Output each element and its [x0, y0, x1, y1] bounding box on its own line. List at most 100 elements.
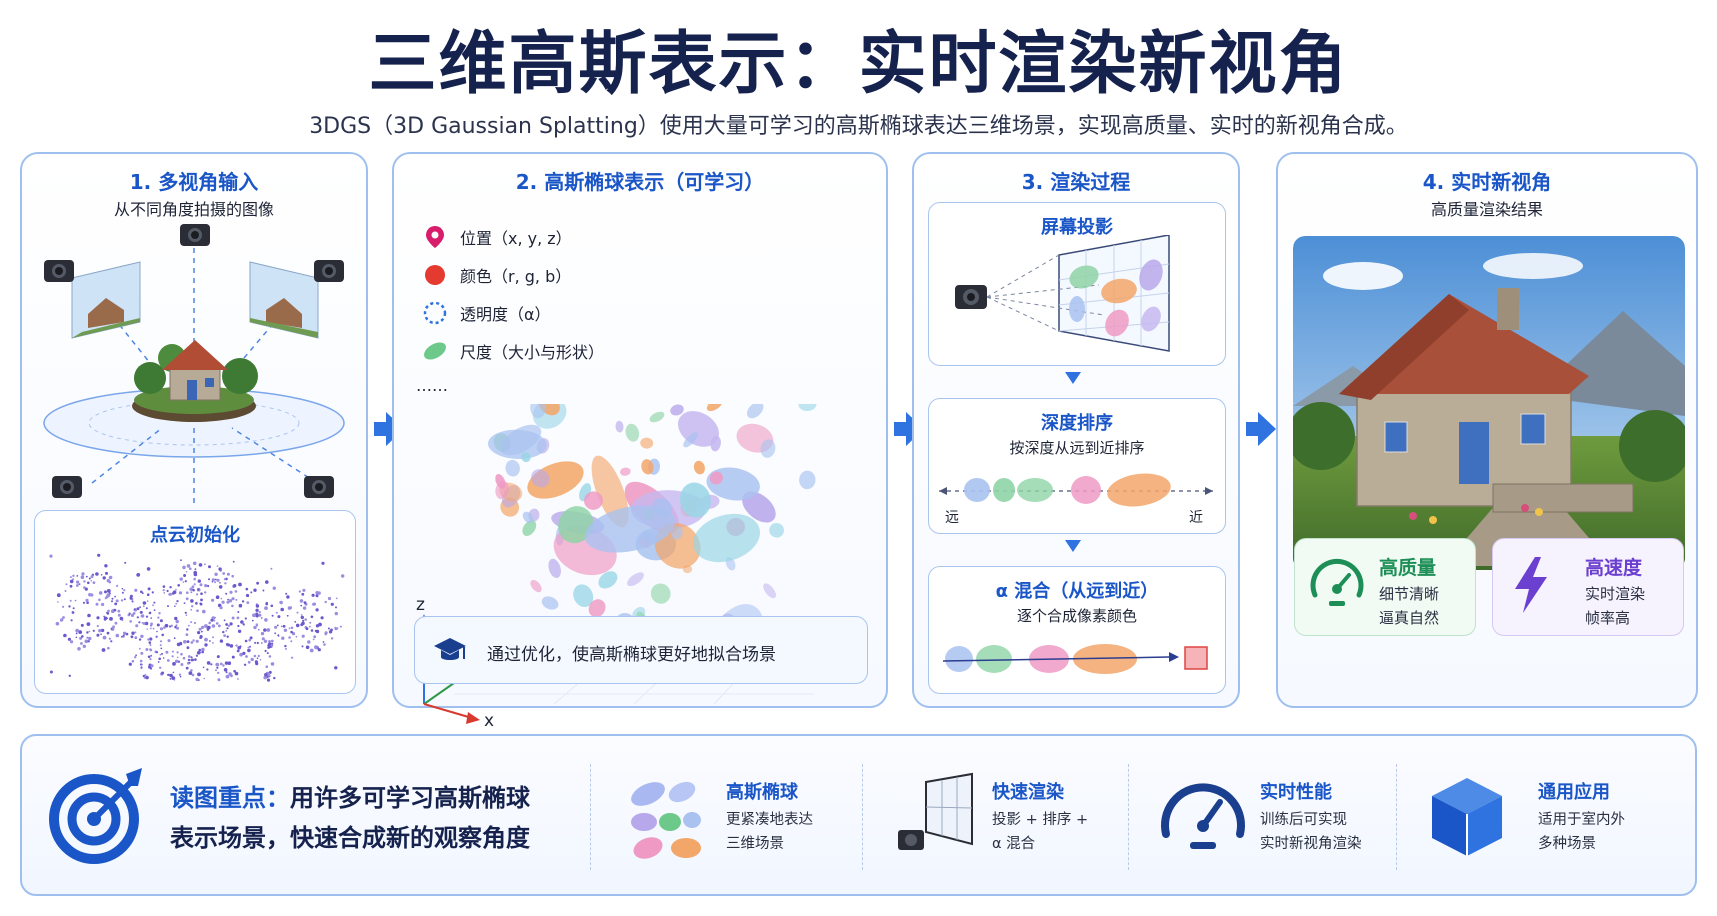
point [149, 648, 153, 652]
point [213, 619, 216, 622]
point [275, 611, 278, 614]
point [211, 598, 215, 602]
point [136, 607, 140, 611]
point [162, 585, 166, 588]
point [257, 654, 260, 658]
point [148, 611, 152, 615]
point [248, 638, 251, 642]
point [265, 580, 269, 584]
point [113, 608, 117, 612]
point [174, 616, 178, 621]
point [128, 662, 132, 666]
point [247, 648, 251, 653]
point [235, 644, 238, 647]
point [157, 661, 160, 663]
point [141, 663, 143, 666]
point [195, 677, 199, 682]
point [123, 598, 126, 601]
point [201, 625, 205, 629]
item-gaussian-line-1: 更紧凑地表达 [726, 812, 813, 828]
point [256, 657, 259, 659]
point [279, 600, 283, 605]
item-fast-render-title: 快速渲染 [992, 782, 1064, 803]
point [171, 650, 174, 653]
point [187, 655, 191, 658]
point [254, 660, 258, 664]
point [191, 658, 195, 662]
point [300, 604, 303, 607]
point [114, 602, 118, 606]
flow-arrow-3 [1246, 412, 1276, 446]
point [214, 578, 217, 581]
key-points-line-1: 用许多可学习高斯椭球 [290, 784, 530, 812]
item-gaussian-line-2: 三维场景 [726, 836, 784, 852]
point [189, 587, 193, 591]
point [162, 589, 165, 592]
point [69, 584, 73, 588]
projection-title: 屏幕投影 [1041, 217, 1113, 238]
point [218, 581, 221, 584]
point [176, 626, 179, 630]
point [171, 655, 174, 658]
point [163, 592, 166, 594]
gaussian-ellipsoid [488, 429, 547, 460]
point [149, 644, 152, 646]
point [255, 623, 258, 626]
item-realtime-line-2: 实时新视角渲染 [1260, 836, 1362, 852]
point [335, 597, 338, 600]
point [100, 574, 103, 576]
quality-card-line-2: 逼真自然 [1379, 609, 1440, 627]
point [276, 624, 279, 627]
point [146, 628, 148, 630]
z-axis-label: z [416, 595, 425, 615]
gaussian-ellipsoid [693, 513, 760, 563]
point [55, 621, 60, 626]
page-subtitle: 3DGS（3D Gaussian Splatting）使用大量可学习的高斯椭球表… [309, 114, 1408, 139]
point [253, 625, 257, 630]
point [190, 599, 194, 603]
point [122, 634, 125, 637]
point [168, 593, 172, 596]
point [249, 636, 253, 640]
point [209, 640, 211, 642]
point [161, 652, 163, 655]
point [270, 604, 274, 608]
point [62, 616, 65, 619]
point [226, 635, 229, 638]
point [330, 602, 334, 606]
point [122, 631, 127, 635]
lightning-icon [1509, 555, 1553, 619]
point [140, 666, 143, 668]
point [159, 644, 162, 647]
point [149, 658, 152, 661]
point [270, 662, 275, 666]
point [106, 617, 108, 620]
point [134, 588, 138, 592]
point [264, 606, 268, 610]
point [235, 598, 238, 601]
point [220, 597, 223, 600]
point [57, 601, 59, 603]
point [315, 594, 319, 598]
point [128, 612, 131, 615]
point [145, 607, 148, 610]
point [264, 649, 267, 653]
point [280, 607, 284, 612]
point [259, 658, 262, 661]
point [231, 597, 235, 601]
down-arrow-icon [1065, 540, 1081, 552]
point [92, 629, 95, 632]
point [252, 613, 256, 618]
point [169, 586, 172, 589]
point [207, 584, 210, 588]
point [173, 678, 176, 681]
point [318, 622, 322, 627]
gaussian-ellipsoid [709, 471, 723, 485]
point [221, 600, 225, 604]
point-cloud-title: 点云初始化 [150, 525, 240, 546]
point [192, 561, 197, 566]
point [185, 666, 189, 670]
quality-card-title: 高质量 [1379, 557, 1437, 579]
gaussian-ellipsoid [548, 558, 561, 579]
point [257, 628, 260, 631]
